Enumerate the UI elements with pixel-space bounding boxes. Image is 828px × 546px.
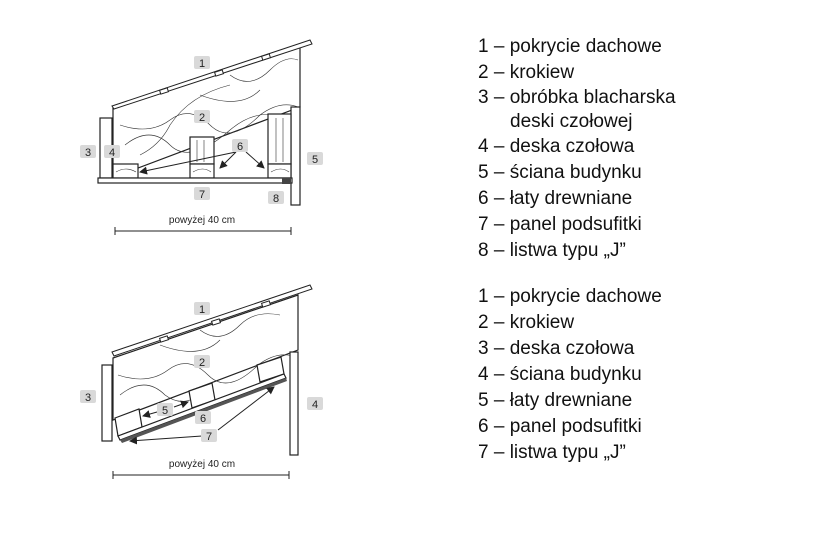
legend-item: 2 – krokiew <box>478 62 575 83</box>
legend-item: 6 – łaty drewniane <box>478 188 633 209</box>
legend-item: 7 – listwa typu „J” <box>478 442 626 463</box>
svg-text:1: 1 <box>199 58 205 70</box>
tag-3: 3 <box>80 390 96 404</box>
tag-5: 5 <box>157 403 173 417</box>
svg-text:7: 7 <box>199 189 205 201</box>
legend-top: 1 – pokrycie dachowe 2 – krokiew 3 – obr… <box>478 34 676 264</box>
svg-text:3: 3 <box>85 147 91 159</box>
dimension-label: powyżej 40 cm <box>169 215 235 226</box>
diagram-top: 1 2 3 4 5 6 7 8 powyżej 40 cm <box>80 39 323 235</box>
tag-7: 7 <box>201 429 217 443</box>
tag-5: 5 <box>307 152 323 166</box>
svg-text:6: 6 <box>200 413 206 425</box>
legend-item: 1 – pokrycie dachowe <box>478 286 662 307</box>
legend-bottom: 1 – pokrycie dachowe 2 – krokiew 3 – des… <box>478 284 662 466</box>
building-wall <box>290 106 301 206</box>
svg-text:5: 5 <box>162 405 168 417</box>
fascia-board <box>101 364 113 442</box>
legend-item: 4 – ściana budynku <box>478 364 642 385</box>
svg-text:4: 4 <box>109 147 115 159</box>
svg-text:1: 1 <box>199 304 205 316</box>
tag-4: 4 <box>307 397 323 411</box>
tag-6: 6 <box>232 139 248 153</box>
tag-6: 6 <box>195 411 211 425</box>
svg-text:5: 5 <box>312 154 318 166</box>
tag-7: 7 <box>194 187 210 201</box>
tag-1: 1 <box>194 56 210 70</box>
wooden-batten <box>189 163 215 179</box>
legend-item: 8 – listwa typu „J” <box>478 240 626 261</box>
legend-item: 2 – krokiew <box>478 312 575 333</box>
tag-2: 2 <box>194 355 210 369</box>
svg-text:7: 7 <box>206 431 212 443</box>
legend-item: 5 – ściana budynku <box>478 162 642 183</box>
tag-3: 3 <box>80 145 96 159</box>
svg-text:8: 8 <box>273 193 279 205</box>
legend-item: 3 – obróbka blacharska <box>478 87 676 108</box>
svg-text:6: 6 <box>237 141 243 153</box>
tag-4: 4 <box>104 145 120 159</box>
diagram-bottom: 1 2 3 4 5 6 7 powyżej 40 cm <box>80 284 323 479</box>
tag-1: 1 <box>194 302 210 316</box>
svg-text:2: 2 <box>199 357 205 369</box>
soffit-panel <box>97 177 293 184</box>
legend-item: 5 – łaty drewniane <box>478 390 633 411</box>
legend-item: 4 – deska czołowa <box>478 136 635 157</box>
legend-item: 1 – pokrycie dachowe <box>478 36 662 57</box>
svg-text:2: 2 <box>199 112 205 124</box>
tag-2: 2 <box>194 110 210 124</box>
legend-item: deski czołowej <box>510 111 633 132</box>
building-wall <box>289 351 299 456</box>
legend-item: 3 – deska czołowa <box>478 338 635 359</box>
svg-text:4: 4 <box>312 399 318 411</box>
j-channel <box>282 178 291 184</box>
legend-item: 6 – panel podsufitki <box>478 416 642 437</box>
dimension-label: powyżej 40 cm <box>169 459 235 470</box>
vertical-batten <box>267 113 292 165</box>
vertical-batten <box>189 136 215 165</box>
j-channel <box>120 378 287 443</box>
tag-8: 8 <box>268 191 284 205</box>
legend-item: 7 – panel podsufitki <box>478 214 642 235</box>
svg-text:3: 3 <box>85 392 91 404</box>
